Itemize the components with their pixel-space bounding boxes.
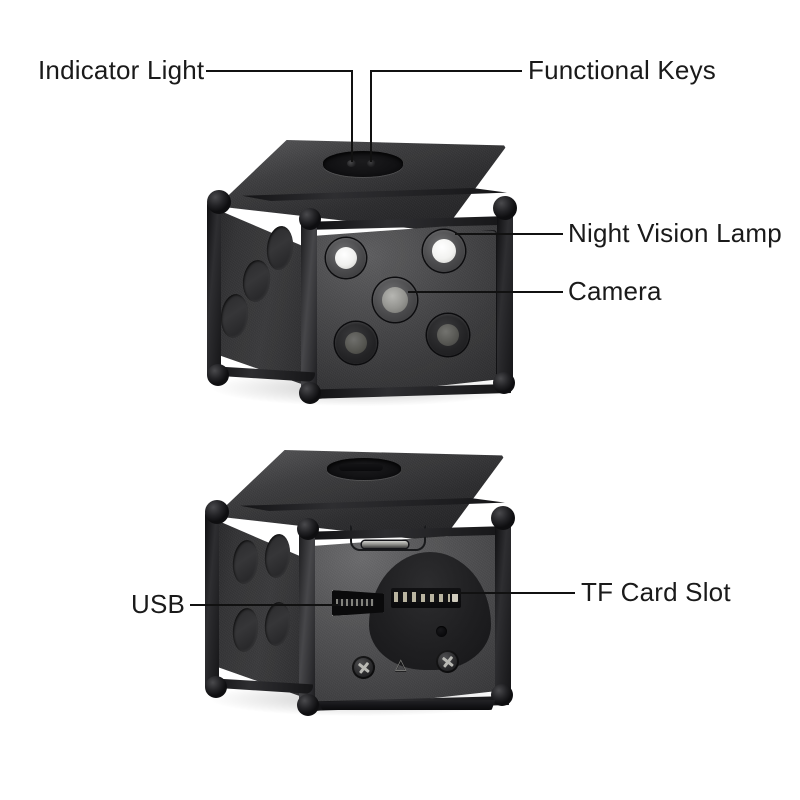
corner-bumper-top-left bbox=[207, 190, 231, 214]
corner-bumper-bottom-right bbox=[493, 372, 515, 394]
label-tf-card-slot: TF Card Slot bbox=[581, 577, 731, 607]
micro-usb-port[interactable] bbox=[332, 590, 384, 616]
leader-indicator-light-vertical bbox=[351, 70, 353, 162]
label-camera: Camera bbox=[568, 276, 662, 306]
corner-bumper-bottom-center bbox=[299, 382, 321, 404]
device-rear-view: △ bbox=[203, 448, 518, 716]
indicator-light-dot bbox=[347, 160, 356, 167]
camera-lens bbox=[373, 278, 417, 322]
leader-functional-keys-horizontal bbox=[370, 70, 522, 72]
label-functional-keys: Functional Keys bbox=[528, 55, 716, 85]
edge-rail-vertical-left-rear bbox=[205, 508, 219, 692]
leader-camera bbox=[408, 291, 563, 293]
edge-rail-vertical-right-rear bbox=[495, 514, 511, 700]
night-vision-lamp-left bbox=[326, 238, 366, 278]
corner-bumper-rear-bottom-right bbox=[491, 684, 513, 706]
corner-bumper-top-right bbox=[493, 196, 517, 220]
top-face-button-recess[interactable] bbox=[323, 151, 403, 177]
micro-usb-pins bbox=[336, 598, 374, 607]
corner-bumper-rear-bottom-left bbox=[205, 676, 227, 698]
edge-rail-vertical-left bbox=[207, 198, 221, 380]
reset-hole[interactable] bbox=[436, 626, 447, 637]
ir-led-glass-left bbox=[335, 247, 357, 269]
label-usb: USB bbox=[131, 589, 186, 619]
leader-tf-card-slot bbox=[420, 592, 575, 594]
corner-bumper-bottom-left bbox=[207, 364, 229, 386]
corner-bumper-top-center bbox=[299, 208, 321, 230]
top-face-slot-rear bbox=[339, 464, 383, 471]
corner-bumper-rear-top-right bbox=[491, 506, 515, 530]
tf-card-detent bbox=[451, 593, 459, 603]
warning-triangle-icon: △ bbox=[395, 657, 407, 673]
corner-bumper-rear-top-left bbox=[205, 500, 229, 524]
edge-rail-vertical-center-rear bbox=[299, 522, 315, 708]
corner-bumper-rear-bottom-center bbox=[297, 694, 319, 716]
edge-rail-vertical-center bbox=[301, 212, 317, 396]
night-vision-lamp-right bbox=[423, 230, 465, 272]
leader-indicator-light-horizontal bbox=[206, 70, 353, 72]
speaker-bar bbox=[362, 541, 408, 548]
left-face-rear-texture bbox=[215, 519, 311, 700]
leader-usb bbox=[190, 604, 338, 606]
edge-rail-vertical-right bbox=[497, 204, 513, 388]
front-face-dot-bottom-right-inner bbox=[437, 324, 459, 346]
tf-card-slot[interactable] bbox=[391, 588, 461, 608]
camera-lens-glass bbox=[382, 287, 408, 313]
tf-card-contacts bbox=[393, 591, 450, 602]
device-front-view bbox=[205, 138, 520, 406]
front-face-dot-bottom-left bbox=[335, 322, 377, 364]
back-face-internal-shadow bbox=[369, 552, 491, 670]
front-face-dot-bottom-right bbox=[427, 314, 469, 356]
corner-bumper-rear-top-center bbox=[297, 518, 319, 540]
left-face-rear-view bbox=[215, 519, 311, 700]
screw-right bbox=[436, 650, 459, 673]
label-night-vision-lamp: Night Vision Lamp bbox=[568, 218, 782, 248]
label-indicator-light: Indicator Light bbox=[38, 55, 205, 85]
bottom-lip-rear bbox=[318, 700, 496, 710]
leader-night-vision-lamp bbox=[455, 233, 563, 235]
front-face-dot-bottom-left-inner bbox=[345, 332, 367, 354]
functional-keys-dot[interactable] bbox=[367, 160, 376, 167]
ir-led-glass-right bbox=[432, 239, 456, 263]
screw-left bbox=[352, 656, 375, 679]
leader-functional-keys-vertical bbox=[370, 70, 372, 162]
